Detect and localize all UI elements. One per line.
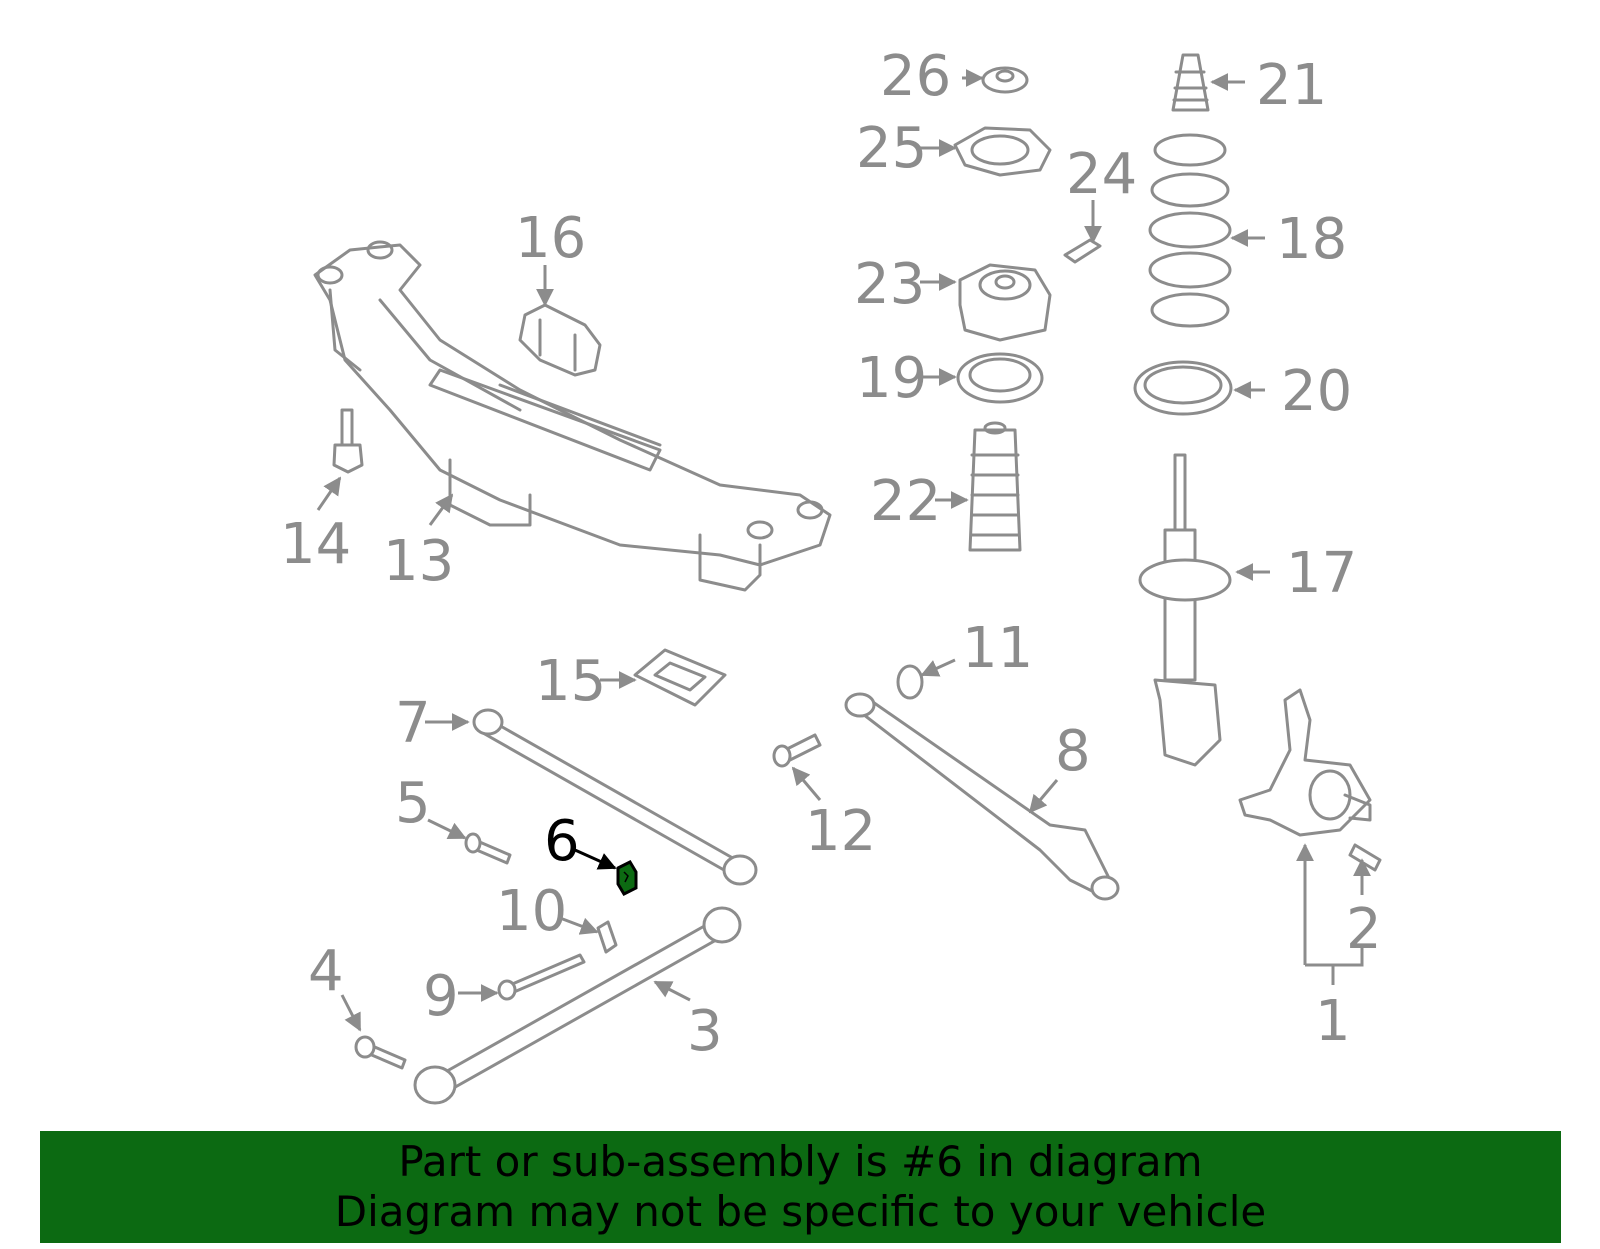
callout-15: 15 (535, 649, 606, 714)
callout-26: 26 (880, 44, 951, 109)
callout-20: 20 (1281, 359, 1352, 424)
part-8-trailing-arm (844, 692, 1120, 901)
part-9-bolt (497, 953, 586, 1001)
part-3-lower-link (413, 906, 742, 1105)
part-11-bushing (896, 664, 924, 700)
callout-24: 24 (1066, 142, 1137, 207)
callout-4: 4 (308, 939, 344, 1004)
rear-suspension-diagram: 26 25 24 21 18 23 19 20 22 17 16 14 13 1… (280, 44, 1382, 1105)
part-17-strut (1138, 453, 1232, 767)
callout-1: 1 (1315, 989, 1351, 1054)
part-6-nut-highlighted (616, 860, 638, 896)
part-20-spring-seat (1133, 360, 1233, 416)
part-23-strut-mount (958, 263, 1052, 342)
callout-17: 17 (1286, 541, 1357, 606)
callout-8: 8 (1055, 719, 1091, 784)
part-18-coil-spring (1148, 133, 1232, 328)
part-5-bolt (464, 832, 512, 865)
leader-arrows (316, 69, 1371, 1032)
banner-line-2: Diagram may not be specific to your vehi… (334, 1187, 1267, 1236)
part-25-plate (953, 126, 1052, 177)
callout-23: 23 (854, 252, 925, 317)
part-14-bolt (332, 408, 364, 474)
callout-11: 11 (962, 616, 1033, 681)
callout-18: 18 (1276, 207, 1347, 272)
callout-12: 12 (805, 799, 876, 864)
part-19-ring (956, 352, 1044, 404)
part-13-crossmember (313, 240, 832, 592)
callout-14: 14 (280, 512, 351, 577)
callout-13: 13 (383, 529, 454, 594)
callout-10: 10 (496, 879, 567, 944)
callout-7: 7 (395, 691, 431, 756)
part-24-shim (1063, 238, 1102, 264)
part-15-pad (633, 648, 727, 707)
part-2-bolt (1348, 843, 1382, 872)
callout-6-highlighted: 6 (544, 809, 580, 874)
part-26-cap (981, 66, 1029, 94)
part-22-boot (968, 421, 1022, 552)
callout-3: 3 (687, 999, 723, 1064)
info-banner: Part or sub-assembly is #6 in diagram Di… (40, 1131, 1561, 1243)
part-4-bolt (354, 1035, 407, 1070)
callout-9: 9 (423, 964, 459, 1029)
part-10-washer (596, 920, 618, 954)
callout-19: 19 (856, 346, 927, 411)
banner-line-1: Part or sub-assembly is #6 in diagram (398, 1137, 1203, 1186)
callout-16: 16 (515, 206, 586, 271)
part-1-knuckle (1238, 688, 1372, 837)
callout-5: 5 (395, 771, 431, 836)
callout-2: 2 (1346, 897, 1382, 962)
callout-labels: 26 25 24 21 18 23 19 20 22 17 16 14 13 1… (280, 44, 1382, 1064)
part-7-lateral-link (472, 708, 758, 886)
part-12-bolt (772, 733, 822, 768)
callout-21: 21 (1256, 53, 1327, 118)
part-21-bump-stop (1171, 53, 1210, 112)
part-16-bracket (518, 303, 602, 377)
callout-22: 22 (870, 469, 941, 534)
callout-25: 25 (856, 116, 927, 181)
